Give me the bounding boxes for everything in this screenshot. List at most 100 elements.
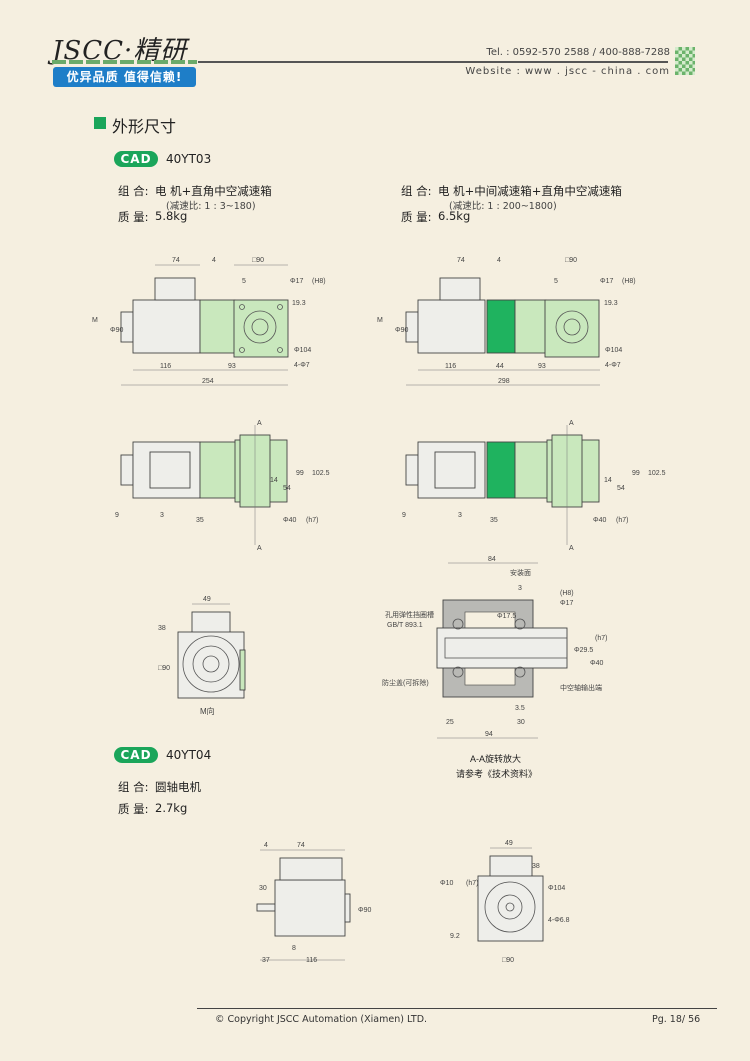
dim-label: 14 xyxy=(604,477,612,484)
phone-text: Tel. : 0592-570 2588 / 400-888-7288 xyxy=(486,47,670,58)
drawing-front-40yt03-intermediate: 74 4 □90 5 Φ17 (H8) 19.3 Φ104 4-Φ7 Φ90 M… xyxy=(377,257,636,386)
dim-label: 49 xyxy=(505,840,513,847)
dim-label: (h7) xyxy=(595,635,607,642)
drawing-front-40yt03: 74 4 □90 5 Φ17 (H8) 19.3 Φ104 4-Φ7 Φ90 M… xyxy=(92,257,326,386)
dim-label: 3 xyxy=(518,585,522,592)
cad-badge[interactable]: CAD xyxy=(114,747,158,763)
drawing-top-40yt03-intermediate: A A 102.5 99 54 14 9 3 35 Φ40 (h7) xyxy=(402,420,666,552)
dim-label: 38 xyxy=(532,863,540,870)
dim-label: GB/T 893.1 xyxy=(387,622,423,629)
model-name: 40YT03 xyxy=(166,152,212,166)
dim-label: 4-Φ7 xyxy=(294,362,310,369)
dim-label: 54 xyxy=(617,485,625,492)
dim-label: Φ40 xyxy=(590,660,603,667)
header-divider xyxy=(198,61,668,63)
dim-label: 102.5 xyxy=(648,470,666,477)
dim-label: 3 xyxy=(160,512,164,519)
dim-label: Φ40 xyxy=(283,517,296,524)
dim-label: 14 xyxy=(270,477,278,484)
dim-label: 9 xyxy=(115,512,119,519)
dim-label: 8 xyxy=(292,945,296,952)
dim-label: 4 xyxy=(264,842,268,849)
dim-label: 19.3 xyxy=(292,300,306,307)
dim-label: Φ17 xyxy=(290,278,303,285)
dim-label: 3.5 xyxy=(515,705,525,712)
dim-label: 116 xyxy=(306,957,317,964)
dim-label: Φ10 xyxy=(440,880,453,887)
dim-label: Φ90 xyxy=(358,907,371,914)
dim-label: (H8) xyxy=(560,590,574,597)
website-text: Website : www . jscc - china . com xyxy=(465,66,670,77)
section-title: 外形尺寸 xyxy=(112,117,177,136)
dim-label: Φ40 xyxy=(593,517,606,524)
dim-label: 54 xyxy=(283,485,291,492)
drawing-40yt04-front: 49 Φ10 (h7) Φ104 4-Φ6.8 9.2 □90 38 xyxy=(440,840,570,964)
dim-label: (H8) xyxy=(622,278,636,285)
dim-label: 99 xyxy=(632,470,640,477)
dim-label: □90 xyxy=(158,665,170,672)
weight-label: 质 量: xyxy=(118,210,149,224)
dim-label: 4-Φ7 xyxy=(605,362,621,369)
combo-label: 组 合: xyxy=(118,184,149,198)
combo-value: 电 机+直角中空减速箱 xyxy=(155,184,272,198)
dim-label: 44 xyxy=(496,363,504,370)
dim-label: 38 xyxy=(158,625,166,632)
dim-label: 298 xyxy=(498,378,510,385)
dim-label: 3 xyxy=(458,512,462,519)
combo-label: 组 合: xyxy=(118,780,149,794)
dim-label: Φ17 xyxy=(560,600,573,607)
dim-label: 49 xyxy=(203,596,211,603)
dim-label: 74 xyxy=(172,257,180,264)
model-name: 40YT04 xyxy=(166,748,212,762)
dim-label: (h7) xyxy=(306,517,318,524)
copyright-text: © Copyright JSCC Automation (Xiamen) LTD… xyxy=(215,1014,428,1025)
dim-label: Φ104 xyxy=(605,347,622,354)
footer-divider xyxy=(197,1008,717,1009)
dim-label: 30 xyxy=(517,719,525,726)
section-reference: 请参考《技术资料》 xyxy=(456,768,537,779)
dim-label: 93 xyxy=(538,363,546,370)
dim-label: 防尘盖(可拆除) xyxy=(382,678,429,687)
dim-label: 4 xyxy=(212,257,216,264)
slogan-badge: 优异品质 值得信赖! xyxy=(53,67,196,87)
dim-label: Φ29.5 xyxy=(574,647,593,654)
dim-label: Φ17.5 xyxy=(497,613,516,620)
dim-label: Φ104 xyxy=(294,347,311,354)
dim-label: A xyxy=(569,420,574,427)
dim-label: 94 xyxy=(485,731,493,738)
dim-label: 9.2 xyxy=(450,933,460,940)
dim-label: 37 xyxy=(262,957,270,964)
dim-label: 5 xyxy=(242,278,246,285)
checker-decoration-icon xyxy=(675,47,695,75)
section-caption: A-A旋转放大 xyxy=(470,753,521,764)
combo-label: 组 合: xyxy=(401,184,432,198)
dim-label: 中空轴输出端 xyxy=(560,683,602,692)
dim-label: 93 xyxy=(228,363,236,370)
drawing-section-aa: 84 安装面 3 孔用弹性挡圈槽 GB/T 893.1 Φ17.5 Φ17 (H… xyxy=(382,556,607,779)
section-square-icon xyxy=(94,117,106,129)
weight-value: 2.7kg xyxy=(155,801,188,815)
dim-label: 9 xyxy=(402,512,406,519)
weight-label: 质 量: xyxy=(401,210,432,224)
dim-label: 74 xyxy=(297,842,305,849)
dim-label: 35 xyxy=(490,517,498,524)
logo-stripe xyxy=(52,60,197,64)
page-number: Pg. 18/ 56 xyxy=(652,1014,701,1025)
dim-label: A xyxy=(257,545,262,552)
weight-value: 5.8kg xyxy=(155,209,188,223)
m-view-caption: M向 xyxy=(200,706,215,716)
dim-label: Φ17 xyxy=(600,278,613,285)
dim-label: Φ104 xyxy=(548,885,565,892)
dim-label: 4-Φ6.8 xyxy=(548,917,570,924)
dim-label: 99 xyxy=(296,470,304,477)
combo-value: 电 机+中间减速箱+直角中空减速箱 xyxy=(438,184,622,198)
dim-label: 4 xyxy=(497,257,501,264)
dim-label: 安装面 xyxy=(510,568,531,577)
dim-label: M xyxy=(377,317,383,324)
dim-label: 116 xyxy=(445,363,456,370)
dim-label: 74 xyxy=(457,257,465,264)
dim-label: □90 xyxy=(565,257,577,264)
dim-label: (h7) xyxy=(466,880,478,887)
cad-badge[interactable]: CAD xyxy=(114,151,158,167)
dim-label: □90 xyxy=(252,257,264,264)
